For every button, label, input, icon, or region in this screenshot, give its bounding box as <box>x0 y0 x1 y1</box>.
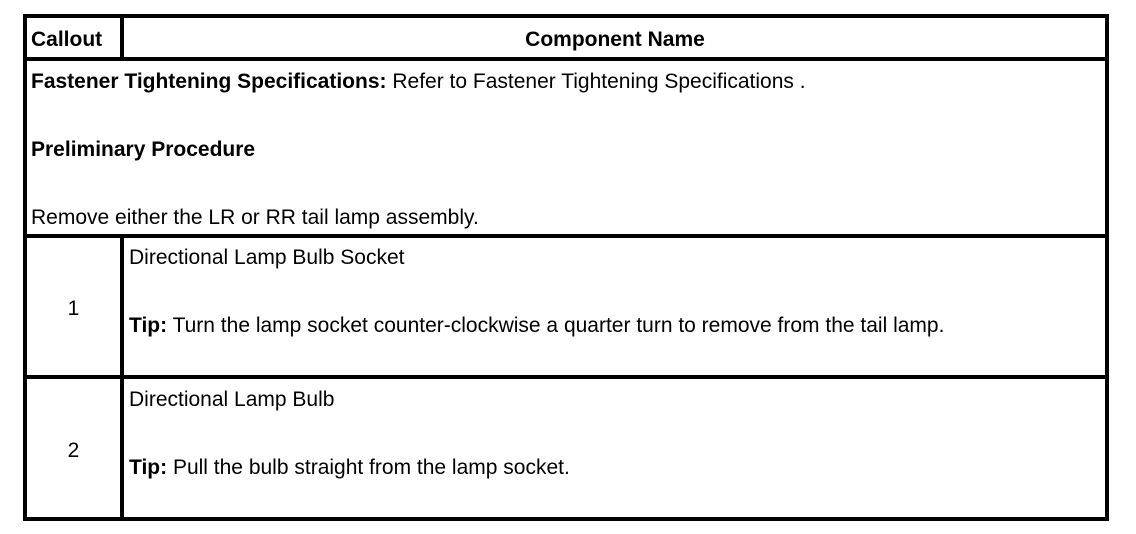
row1-component-name: Directional Lamp Bulb Socket <box>129 246 405 269</box>
row1-tip-text: Turn the lamp socket counter-clockwise a… <box>167 314 945 337</box>
row1-tip: Tip: Turn the lamp socket counter-clockw… <box>129 314 944 338</box>
row2-tip: Tip: Pull the bulb straight from the lam… <box>129 456 570 480</box>
row2-divider <box>120 375 124 521</box>
row1-callout: 1 <box>67 297 80 320</box>
header-divider <box>120 18 124 58</box>
row2-component-name: Directional Lamp Bulb <box>129 388 335 411</box>
row2-tip-label: Tip: <box>129 456 168 479</box>
preliminary-procedure-heading: Preliminary Procedure <box>31 138 256 161</box>
component-name-header: Component Name <box>525 28 705 51</box>
fastener-spec-text: Refer to Fastener Tightening Specificati… <box>386 70 806 93</box>
header-bottom-line <box>27 57 1105 61</box>
procedure-table: Callout Component Name Fastener Tighteni… <box>23 14 1109 521</box>
row2-callout: 2 <box>67 439 80 462</box>
row2-tip-text: Pull the bulb straight from the lamp soc… <box>167 456 570 479</box>
intro-bottom-line <box>27 234 1105 238</box>
row1-tip-label: Tip: <box>129 314 168 337</box>
preliminary-procedure-text: Remove either the LR or RR tail lamp ass… <box>31 206 479 229</box>
fastener-spec-line: Fastener Tightening Specifications: Refe… <box>31 70 806 94</box>
callout-header: Callout <box>31 28 103 51</box>
row1-divider <box>120 234 124 379</box>
row1-bottom-line <box>27 375 1105 379</box>
fastener-spec-label: Fastener Tightening Specifications: <box>31 70 387 93</box>
